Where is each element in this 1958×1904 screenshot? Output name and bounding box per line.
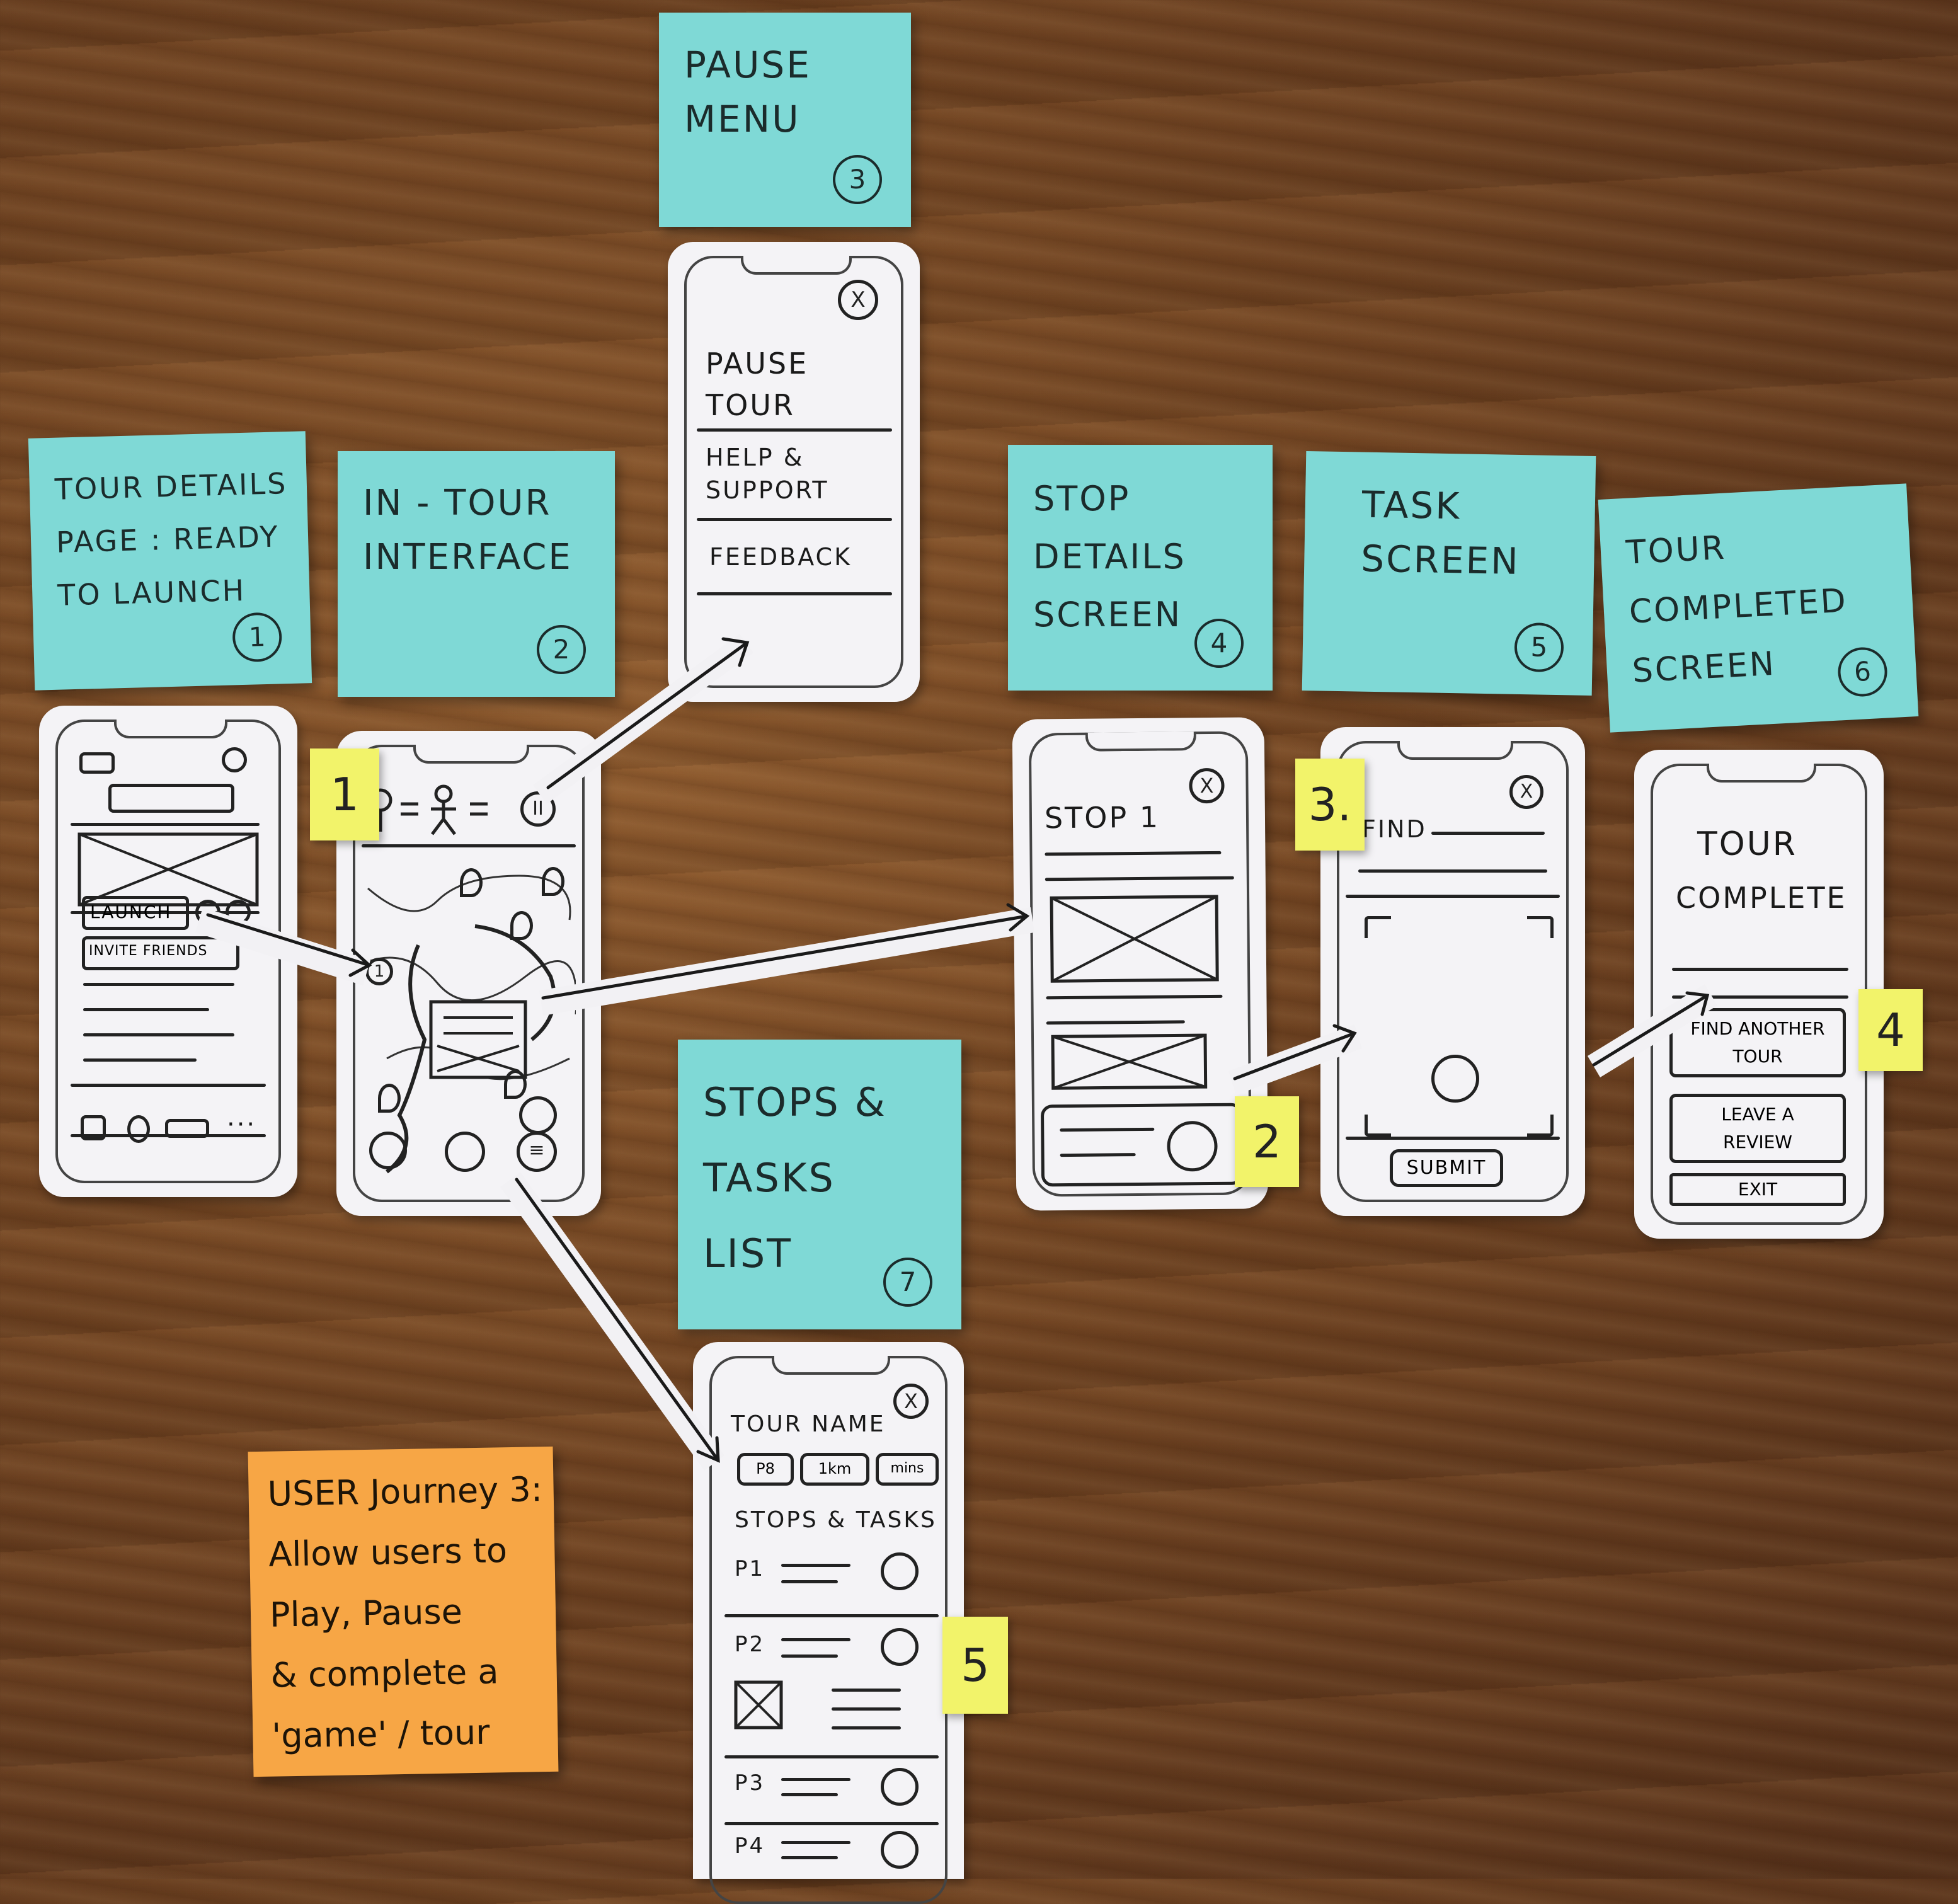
list-icon[interactable]: ≡ (517, 1132, 557, 1172)
search-icon[interactable] (881, 1831, 919, 1869)
phone-tour-details: LAUNCH INVITE FRIENDS ··· (39, 706, 297, 1197)
exit-button[interactable]: EXIT (1669, 1173, 1846, 1206)
completed-heading: TOUR (1697, 825, 1797, 863)
stat-chip: 1km (800, 1453, 869, 1486)
pause-icon[interactable]: II (520, 791, 556, 827)
nav-ticket-icon[interactable] (165, 1119, 209, 1138)
sticky-in-tour: IN - TOUR INTERFACE 2 (338, 451, 615, 697)
sticky-stops-tasks: STOPS & TASKS LIST 7 (678, 1040, 961, 1329)
compass-icon[interactable] (369, 1132, 407, 1169)
leave-review-button[interactable]: LEAVE A REVIEW (1669, 1094, 1846, 1163)
sticky-title: STOPS & TASKS LIST (703, 1079, 887, 1276)
camera-icon[interactable] (881, 1628, 919, 1666)
shutter-icon[interactable] (1431, 1055, 1479, 1103)
task-find-label: FIND (1362, 815, 1427, 843)
completed-heading: COMPLETE (1676, 881, 1847, 915)
sticky-title: IN - TOUR INTERFACE (363, 483, 573, 578)
invite-friends-button[interactable]: INVITE FRIENDS (82, 936, 239, 970)
sticky-number: 4 (1194, 619, 1244, 668)
close-icon[interactable]: X (838, 280, 878, 320)
stop-row-label[interactable]: P3 (735, 1770, 765, 1796)
stop-row-label[interactable]: P4 (735, 1833, 765, 1859)
nav-location-icon[interactable] (127, 1115, 150, 1143)
phone-stop-details: X STOP 1 (1012, 717, 1269, 1211)
map-pin-icon[interactable] (510, 911, 533, 940)
profile-icon[interactable] (222, 747, 247, 772)
sticky-stop-details: STOP DETAILS SCREEN 4 (1008, 445, 1273, 691)
map-pin-icon[interactable] (460, 868, 483, 897)
yellow-note-step: 3. (1295, 759, 1365, 851)
image-placeholder (1051, 1033, 1208, 1090)
search-icon[interactable] (881, 1552, 919, 1590)
map-pin-icon[interactable] (504, 1070, 527, 1099)
yellow-note-step: 1 (310, 748, 379, 840)
map-pin-icon[interactable] (378, 1084, 401, 1113)
camera-icon[interactable] (445, 1132, 485, 1172)
phone-stops-list: X TOUR NAME P8 1km mins STOPS & TASKS P1… (693, 1342, 964, 1904)
sticky-number: 2 (537, 625, 586, 674)
nav-more-icon[interactable]: ··· (227, 1110, 257, 1139)
sticky-number: 7 (883, 1258, 932, 1307)
close-icon[interactable]: X (893, 1384, 929, 1419)
map-pin-icon[interactable] (542, 867, 564, 896)
launch-button[interactable]: LAUNCH (82, 896, 189, 930)
phone-in-tour: II 1 ≡ (336, 731, 601, 1216)
sticky-number: 3 (833, 155, 882, 204)
search-icon[interactable] (881, 1768, 919, 1806)
yellow-note-step: 2 (1235, 1096, 1299, 1187)
find-another-tour-button[interactable]: FIND ANOTHER TOUR (1669, 1008, 1846, 1077)
menu-item-help-support[interactable]: HELP & SUPPORT (706, 444, 829, 504)
yellow-note-step: 4 (1858, 989, 1923, 1071)
submit-button[interactable]: SUBMIT (1390, 1149, 1503, 1187)
search-bar[interactable] (108, 784, 234, 813)
phone-pause-menu: X PAUSE TOUR HELP & SUPPORT FEEDBACK (668, 242, 920, 702)
tour-name: TOUR NAME (731, 1411, 886, 1437)
stat-chip: P8 (737, 1453, 794, 1486)
phone-task: X FIND SUBMIT (1320, 727, 1585, 1216)
image-placeholder (1050, 895, 1219, 983)
stat-chip: mins (876, 1453, 939, 1486)
stop-row-label[interactable]: P2 (735, 1632, 765, 1657)
phone-completed: TOUR COMPLETE FIND ANOTHER TOUR LEAVE A … (1634, 750, 1884, 1239)
image-placeholder (734, 1680, 783, 1729)
close-icon[interactable]: X (1509, 775, 1543, 809)
sticky-title: PAUSE MENU (684, 43, 811, 141)
stop-row-label[interactable]: P1 (735, 1556, 765, 1581)
sticky-pause-menu: PAUSE MENU 3 (659, 13, 911, 227)
menu-item-pause-tour[interactable]: PAUSE TOUR (706, 347, 809, 422)
image-placeholder (77, 832, 259, 907)
menu-item-feedback[interactable]: FEEDBACK (709, 543, 852, 571)
section-heading: STOPS & TASKS (735, 1507, 937, 1533)
sticky-title: STOP DETAILS SCREEN (1033, 479, 1186, 634)
yellow-note-step: 5 (942, 1617, 1008, 1714)
nav-home-icon[interactable] (81, 1115, 106, 1140)
map (362, 875, 576, 1174)
